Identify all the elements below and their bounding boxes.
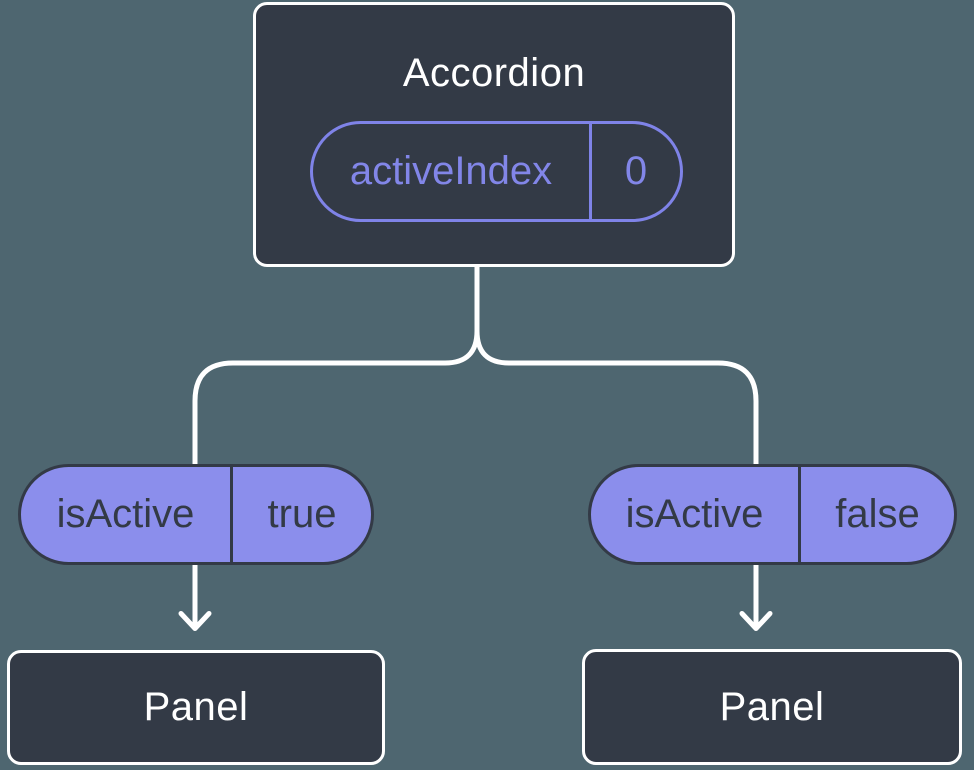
accordion-node-title: Accordion	[402, 51, 586, 95]
is-active-pill-right-value: false	[835, 492, 920, 536]
arrowhead-right-icon	[739, 611, 773, 631]
connector-left-branch	[192, 259, 480, 630]
accordion-node: Accordion activeIndex 0	[253, 2, 735, 267]
is-active-pill-left-value: true	[267, 492, 337, 536]
is-active-pill-left-key: isActive	[21, 467, 233, 562]
arrowhead-left-icon	[178, 611, 212, 631]
is-active-pill-right-key: isActive	[591, 467, 801, 562]
panel-node-left: Panel	[7, 650, 385, 765]
panel-node-right: Panel	[582, 649, 962, 765]
connector-right-branch	[474, 259, 759, 630]
is-active-pill-left: isActive true	[18, 464, 374, 565]
is-active-pill-right: isActive false	[588, 464, 957, 565]
active-index-pill-value: 0	[624, 149, 648, 193]
active-index-pill: activeIndex 0	[310, 121, 683, 222]
active-index-pill-key: activeIndex	[313, 124, 592, 219]
